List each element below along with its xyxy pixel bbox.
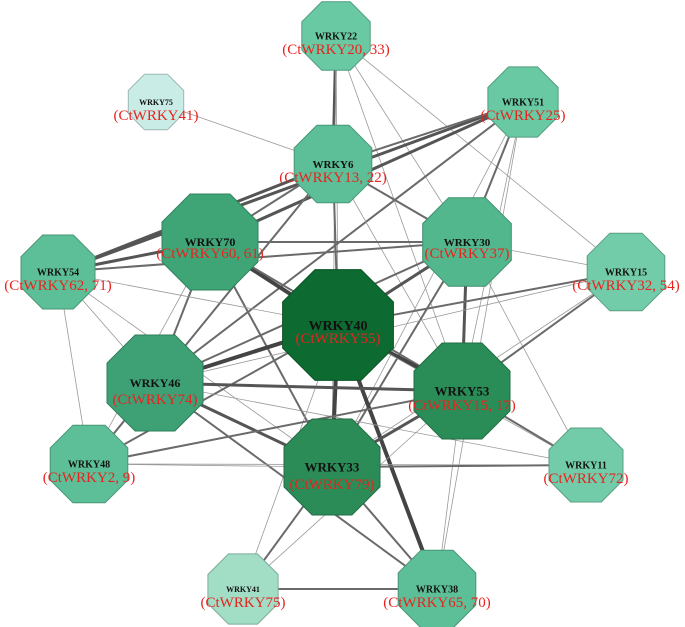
edge-wrky51-wrky54 (57, 100, 524, 274)
node-shape (586, 232, 666, 312)
node-shape (49, 424, 129, 504)
node-label: WRKY38 (416, 585, 458, 596)
node-label: WRKY11 (565, 461, 607, 472)
node-wrky70[interactable]: WRKY70(CtWRKY60, 61) (156, 193, 264, 291)
node-label: WRKY48 (68, 460, 110, 471)
node-wrky30[interactable]: WRKY30(CtWRKY37) (422, 197, 512, 287)
node-shape (422, 197, 512, 287)
node-wrky40[interactable]: WRKY40(CtWRKY55) (282, 269, 394, 381)
node-label: WRKY51 (502, 98, 544, 109)
node-sublabel: (CtWRKY75) (201, 595, 286, 611)
node-wrky38[interactable]: WRKY38(CtWRKY65, 70) (383, 549, 491, 627)
node-label: WRKY75 (139, 98, 173, 107)
node-wrky22[interactable]: WRKY22(CtWRKY20, 33) (282, 1, 390, 71)
node-label: WRKY15 (605, 268, 647, 279)
node-shape (413, 342, 511, 440)
node-label: WRKY22 (315, 32, 357, 43)
node-wrky11[interactable]: WRKY11(CtWRKY72) (544, 427, 629, 503)
node-shape (283, 418, 381, 516)
node-wrky53[interactable]: WRKY53(CtWRKY15, 17) (408, 342, 516, 440)
node-sublabel: (CtWRKY37) (425, 246, 510, 262)
node-wrky48[interactable]: WRKY48(CtWRKY2, 9) (43, 424, 136, 504)
node-wrky33[interactable]: WRKY33 (CtWRKY79) (283, 418, 381, 516)
node-wrky6[interactable]: WRKY6(CtWRKY13, 22) (279, 124, 387, 204)
node-sublabel: (CtWRKY72) (544, 471, 629, 487)
node-sublabel: (CtWRKY79) (290, 477, 375, 493)
node-shape (20, 234, 96, 310)
node-label: WRKY70 (185, 235, 236, 249)
node-shape (207, 553, 279, 625)
node-shape (487, 66, 559, 138)
node-wrky75[interactable]: WRKY75(CtWRKY41) (114, 73, 199, 131)
edge-wrky22-wrky53 (335, 35, 463, 392)
edge-wrky53-wrky48 (88, 390, 463, 465)
node-wrky46[interactable]: WRKY46 (CtWRKY74) (106, 334, 204, 432)
node-wrky41[interactable]: WRKY41(CtWRKY75) (201, 553, 286, 625)
edge-wrky46-wrky53 (154, 381, 463, 393)
node-sublabel: (CtWRKY55) (296, 331, 381, 347)
node-sublabel: (CtWRKY32, 54) (572, 278, 680, 294)
node-sublabel: (CtWRKY25) (481, 108, 566, 124)
node-label: WRKY40 (308, 319, 367, 334)
edge-wrky51-wrky33 (331, 101, 524, 468)
node-shape (282, 269, 394, 381)
node-shape (293, 124, 373, 204)
node-layer: WRKY22(CtWRKY20, 33)WRKY75(CtWRKY41)WRKY… (4, 1, 680, 627)
node-label: WRKY33 (305, 460, 360, 475)
node-shape (127, 73, 185, 131)
node-label: WRKY41 (226, 585, 260, 594)
node-sublabel: (CtWRKY2, 9) (43, 470, 136, 486)
node-label: WRKY53 (435, 384, 490, 399)
edge-wrky46-wrky11 (154, 382, 587, 466)
node-sublabel: (CtWRKY65, 70) (383, 595, 491, 611)
node-wrky15[interactable]: WRKY15(CtWRKY32, 54) (572, 232, 680, 312)
node-shape (106, 334, 204, 432)
node-label: WRKY54 (37, 268, 79, 279)
node-sublabel: (CtWRKY60, 61) (156, 246, 264, 262)
node-sublabel: (CtWRKY74) (113, 392, 198, 408)
node-sublabel: (CtWRKY41) (114, 108, 199, 124)
node-sublabel: (CtWRKY13, 22) (279, 170, 387, 186)
node-sublabel: (CtWRKY20, 33) (282, 42, 390, 58)
node-wrky54[interactable]: WRKY54(CtWRKY62, 71) (4, 234, 112, 310)
edge-wrky30-wrky54 (57, 241, 468, 273)
node-sublabel: (CtWRKY62, 71) (4, 278, 112, 294)
node-sublabel: (CtWRKY15, 17) (408, 398, 516, 414)
node-label: WRKY30 (444, 237, 491, 249)
node-shape (161, 193, 259, 291)
node-wrky51[interactable]: WRKY51(CtWRKY25) (481, 66, 566, 138)
edge-wrky22-wrky15 (335, 35, 627, 273)
node-label: WRKY6 (313, 159, 354, 171)
node-shape (301, 1, 371, 71)
node-shape (548, 427, 624, 503)
node-shape (397, 549, 477, 627)
node-label: WRKY46 (130, 376, 181, 390)
